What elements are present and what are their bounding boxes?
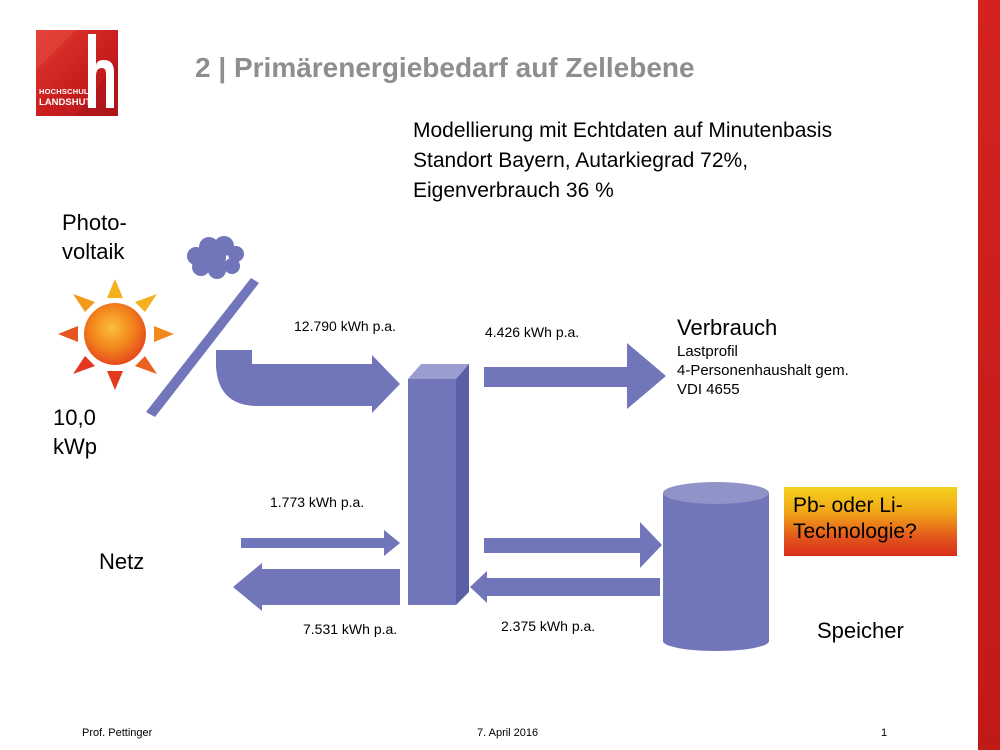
arrow-node-to-grid [233, 563, 400, 611]
flow-label-grid-in: 1.773 kWh p.a. [270, 494, 365, 510]
technology-question-box: Pb- oder Li- Technologie? [784, 487, 957, 556]
model-info: Modellierung mit Echtdaten auf Minutenba… [413, 116, 832, 206]
sun-icon [58, 279, 174, 390]
flow-label-grid-out: 7.531 kWh p.a. [303, 621, 398, 637]
arrow-storage-to-node [470, 571, 660, 603]
technology-line1: Pb- oder Li- [793, 494, 903, 517]
flow-label-storage: 2.375 kWh p.a. [501, 618, 596, 634]
arrow-pv-to-node [216, 350, 400, 413]
arrow-node-to-consumption [484, 343, 666, 409]
info-line-3: Eigenverbrauch 36 % [413, 179, 614, 202]
logo-line1: HOCHSCHULE [39, 87, 94, 96]
consumption-title: Verbrauch [677, 315, 778, 340]
pv-label-line2: voltaik [62, 239, 125, 264]
technology-line2: Technologie? [793, 520, 917, 543]
footer-author: Prof. Pettinger [82, 727, 153, 739]
consumption-block: Verbrauch Lastprofil 4-Personenhaushalt … [677, 314, 849, 399]
pv-label-line1: Photo- [62, 210, 127, 235]
arrow-grid-to-node [241, 530, 400, 556]
flow-label-pv: 12.790 kWh p.a. [294, 318, 396, 334]
pv-power-unit: kWp [53, 434, 97, 459]
brand-stripe [978, 0, 1000, 750]
footer-date: 7. April 2016 [477, 727, 539, 739]
logo-h-mark [36, 30, 118, 116]
flow-label-consumption: 4.426 kWh p.a. [485, 324, 580, 340]
info-line-1: Modellierung mit Echtdaten auf Minutenba… [413, 119, 833, 142]
pv-label: Photo- voltaik [62, 208, 127, 266]
consumption-line2: 4-Personenhaushalt gem. [677, 362, 849, 379]
university-logo: HOCHSCHULE LANDSHUT [36, 30, 118, 116]
grid-label: Netz [99, 549, 145, 574]
slide-title: 2 | Primärenergiebedarf auf Zellebene [195, 52, 695, 83]
storage-cylinder [663, 482, 769, 651]
pv-power-value: 10,0 [53, 405, 96, 430]
arrow-node-to-storage [484, 522, 662, 568]
cloud-icon [187, 236, 244, 279]
distribution-node [408, 364, 469, 605]
logo-line2: LANDSHUT [39, 97, 92, 108]
footer-page-number: 1 [881, 727, 888, 739]
pv-power-label: 10,0 kWp [53, 403, 97, 461]
pv-panel [146, 278, 259, 417]
info-line-2: Standort Bayern, Autarkiegrad 72%, [413, 149, 749, 172]
storage-label: Speicher [817, 618, 904, 643]
consumption-line3: VDI 4655 [677, 381, 740, 398]
consumption-line1: Lastprofil [677, 343, 738, 360]
